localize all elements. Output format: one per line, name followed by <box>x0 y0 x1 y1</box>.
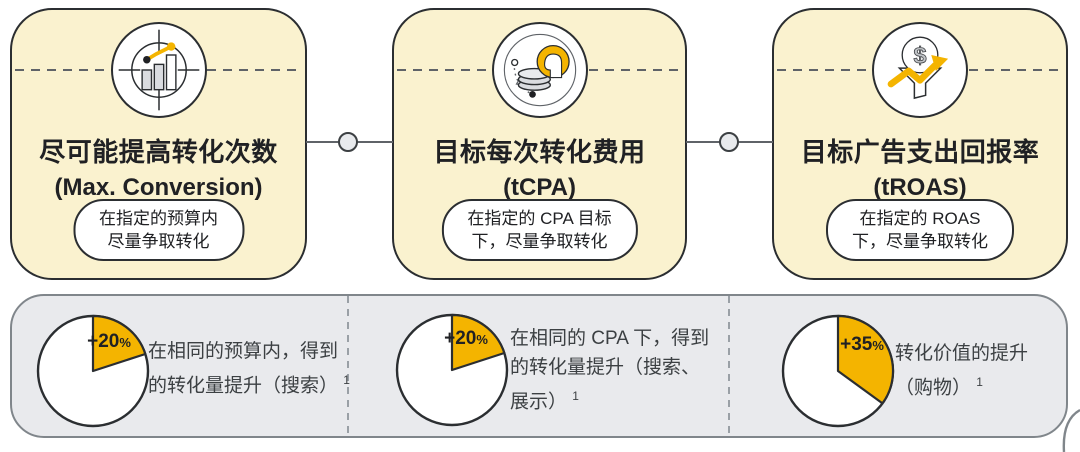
footnote-marker: 1 <box>976 375 983 389</box>
pie-label: +35% <box>840 334 884 355</box>
card-title: 目标广告支出回报率 <box>800 137 1040 167</box>
dashed-divider <box>728 296 730 436</box>
pie-label: +20% <box>444 328 488 349</box>
pill-line: 下，尽量争取转化 <box>852 232 988 251</box>
footnote-marker: 1 <box>572 389 579 403</box>
pill-line: 在指定的 ROAS <box>859 209 981 228</box>
strategy-card-tcpa: 目标每次转化费用 (tCPA) 在指定的 CPA 目标 下，尽量争取转化 <box>392 8 687 280</box>
connector-node-circle <box>338 132 358 152</box>
pill-line: 下，尽量争取转化 <box>471 232 608 251</box>
pie-chart-cpa <box>395 313 509 427</box>
card-title: 目标每次转化费用 <box>433 137 646 167</box>
card-subtitle: (tROAS) <box>873 174 967 201</box>
result-text: 转化价值的提升 （购物） 1 <box>895 339 1028 402</box>
pie-slice <box>91 314 147 373</box>
result-line: 在相同的预算内，得到 <box>148 341 339 362</box>
pill-line: 尽量争取转化 <box>107 232 210 251</box>
result-line: 在相同的 CPA 下，得到 <box>510 328 710 349</box>
dashed-divider <box>347 296 349 436</box>
pie-label: +20% <box>87 331 131 352</box>
card-title: 尽可能提高转化次数 <box>39 137 278 167</box>
pie-slice <box>450 313 506 372</box>
footnote-marker: 1 <box>343 373 350 387</box>
pie-chart-budget <box>36 314 150 428</box>
svg-text:$: $ <box>913 42 926 68</box>
corner-curve-decoration <box>1062 408 1080 452</box>
target-chart-icon <box>110 22 207 118</box>
roas-funnel-icon: $ <box>872 22 968 118</box>
strategy-card-max-conversion: 尽可能提高转化次数 (Max. Conversion) 在指定的预算内 尽量争取… <box>10 8 307 280</box>
card-subtitle: (Max. Conversion) <box>54 174 263 201</box>
pie-chart-roas <box>781 314 895 428</box>
pie-slice <box>836 314 895 405</box>
card-pill: 在指定的 ROAS 下，尽量争取转化 <box>826 199 1014 261</box>
strategy-card-troas: $ 目标广告支出回报率 (tROAS) 在指定的 ROAS 下，尽量争取转化 <box>772 8 1068 280</box>
result-line: 的转化量提升（搜索、 <box>510 357 701 378</box>
result-line: （购物） 1 <box>895 375 983 399</box>
card-subtitle: (tCPA) <box>503 174 576 201</box>
pill-line: 在指定的预算内 <box>99 209 218 228</box>
card-pill: 在指定的预算内 尽量争取转化 <box>73 199 244 261</box>
card-pill: 在指定的 CPA 目标 下，尽量争取转化 <box>441 199 638 261</box>
result-text: 在相同的预算内，得到 的转化量提升（搜索） 1 <box>148 337 350 400</box>
result-line: 的转化量提升（搜索） 1 <box>148 373 350 397</box>
cpa-coins-icon <box>491 22 588 118</box>
connector-node-circle <box>719 132 739 152</box>
result-line: 展示） 1 <box>510 389 579 413</box>
pill-line: 在指定的 CPA 目标 <box>467 209 612 228</box>
result-line: 转化价值的提升 <box>895 343 1029 364</box>
result-text: 在相同的 CPA 下，得到 的转化量提升（搜索、 展示） 1 <box>510 324 709 416</box>
